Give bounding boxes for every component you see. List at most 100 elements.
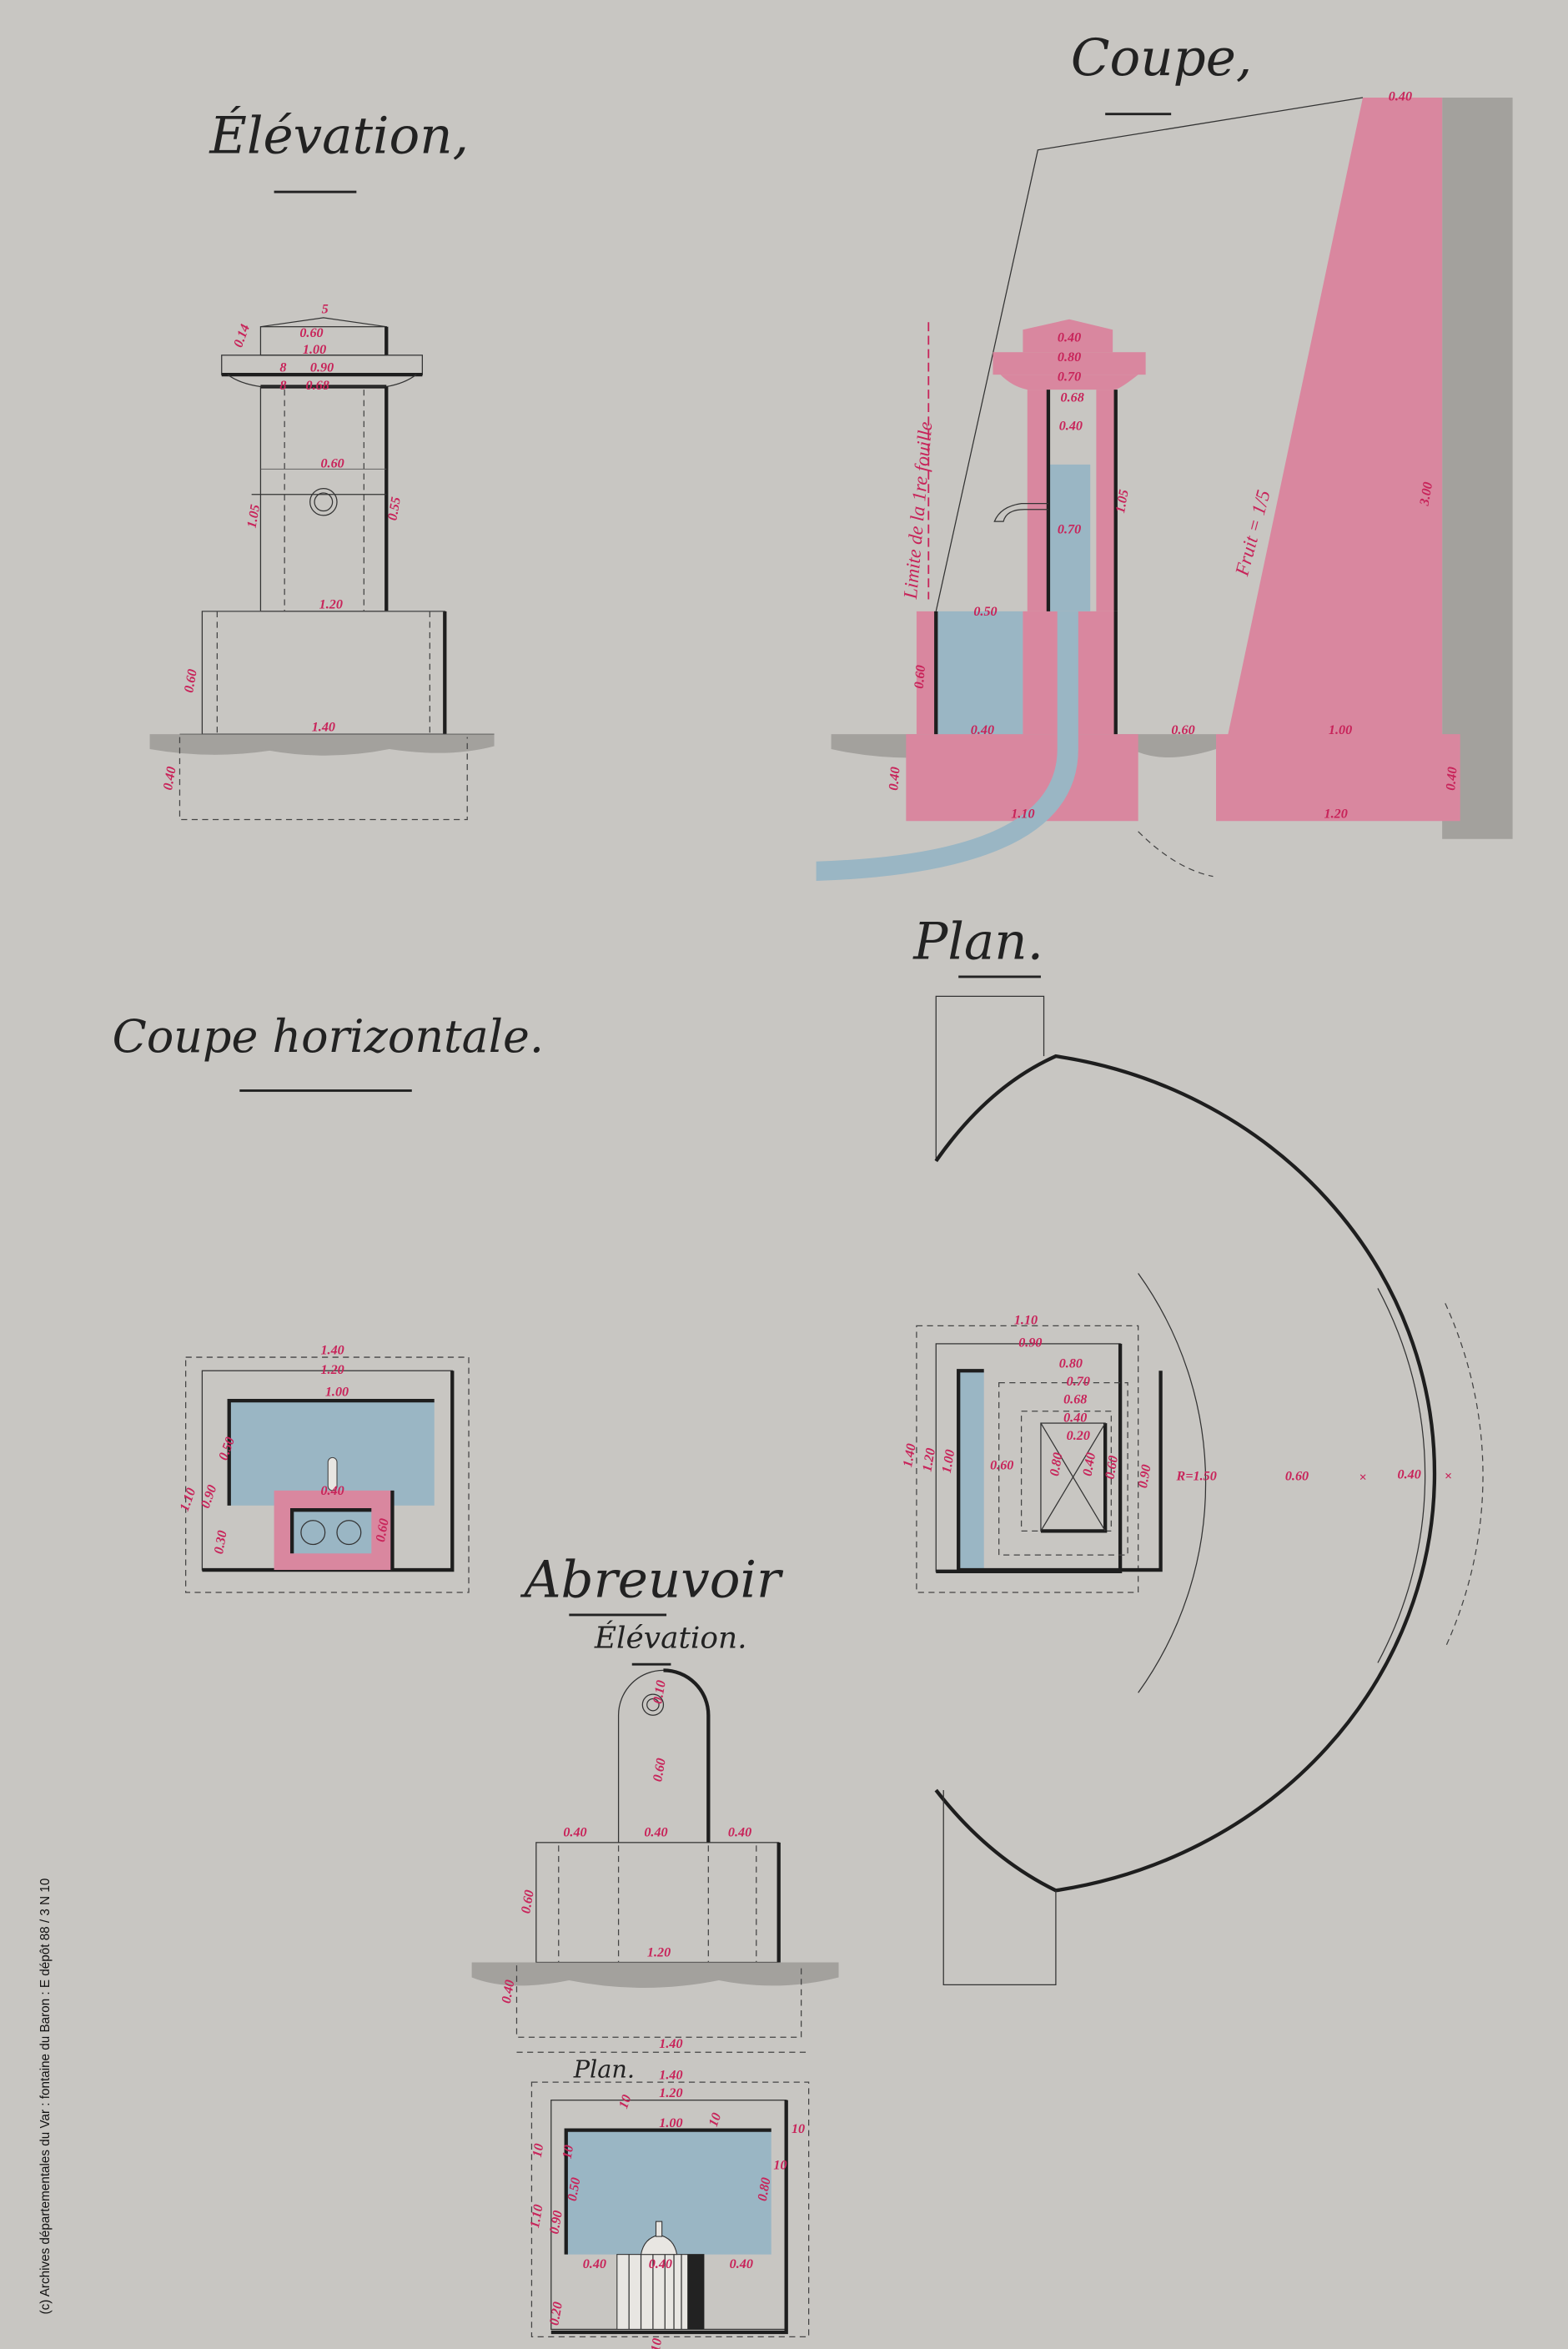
dim-label: 0.60 <box>990 1459 1013 1473</box>
dim-label: 0.60 <box>374 1517 392 1543</box>
dim-label: 1.00 <box>940 1449 958 1475</box>
dim-label: 1.20 <box>647 1945 671 1959</box>
enclosure-arc <box>934 1054 1437 1893</box>
dim-label: 3.00 <box>1417 481 1435 508</box>
dim-label: 0.40 <box>728 1826 751 1840</box>
channel-water <box>958 1371 984 1571</box>
coupe-horizontale-title: Coupe horizontale. <box>113 1010 544 1063</box>
fountain-footing-section <box>906 734 1138 822</box>
dim-label: 0.60 <box>299 326 323 340</box>
spout-ring-icon <box>641 1693 665 1716</box>
dim-label: 1.10 <box>528 2204 546 2230</box>
dim-label: 0.60 <box>1171 723 1194 737</box>
spout-ring-icon <box>309 487 338 516</box>
dim-label: 0.90 <box>547 2210 565 2236</box>
dim-label: 0.40 <box>1059 420 1083 434</box>
abreuvoir-plan-title: Plan. <box>573 2055 635 2084</box>
dim-label: 0.60 <box>651 1757 669 1783</box>
cornice-cove <box>227 374 417 388</box>
dim-label: 1.00 <box>659 2116 682 2130</box>
dim-label: 0.40 <box>500 1979 518 2004</box>
dim-label: 5 <box>322 303 329 317</box>
dim-label: 0.80 <box>756 2176 774 2202</box>
dim-label: 1.40 <box>659 2069 682 2083</box>
dim-label: 1.40 <box>659 2037 682 2051</box>
dim-label: 1.40 <box>320 1343 344 1357</box>
dim-label: 1.05 <box>245 504 264 530</box>
dim-label: 10 <box>792 2122 805 2136</box>
dim-label: 0.40 <box>649 2257 672 2271</box>
dim-label: 1.20 <box>320 1363 344 1377</box>
dim-label: 8 <box>279 379 286 393</box>
dim-label: 1.10 <box>1014 1314 1038 1328</box>
dim-label: 10 <box>649 2337 666 2349</box>
dim-label: 0.40 <box>161 766 179 792</box>
dim-label: 0.80 <box>1048 1451 1066 1477</box>
dim-label: 1.40 <box>312 721 335 735</box>
dim-label: 10 <box>616 2093 635 2110</box>
retaining-wall-section <box>1216 97 1460 822</box>
dim-label: 0.60 <box>912 665 928 690</box>
basin-water <box>936 611 1023 735</box>
elevation-title: Élévation, <box>209 104 469 165</box>
dim-label: 0.40 <box>1398 1468 1421 1482</box>
abreuvoir-elevation-title: Élévation. <box>594 1620 747 1655</box>
capstone-hip <box>260 317 387 328</box>
dim-label: 0.90 <box>1018 1335 1042 1350</box>
dim-label: 0.40 <box>320 1484 344 1498</box>
dim-marker: × <box>1445 1469 1452 1483</box>
dim-label: R=1.50 <box>1176 1469 1217 1483</box>
dim-label: 0.70 <box>1058 370 1081 384</box>
dim-label: 0.60 <box>1285 1469 1309 1483</box>
dim-label: 0.55 <box>385 496 404 522</box>
dim-label: 10 <box>530 2143 547 2159</box>
wall-return-bottom <box>942 1789 1057 1986</box>
dim-label: 0.90 <box>1136 1464 1154 1490</box>
dim-label: 1.20 <box>1324 807 1348 822</box>
dim-label: 0.40 <box>730 2257 753 2271</box>
dim-label: 0.10 <box>651 1679 669 1705</box>
dim-label: 1.20 <box>319 597 343 611</box>
dim-label: 0.50 <box>565 2176 584 2202</box>
dim-label: 1.40 <box>901 1442 919 1468</box>
elevation-view: Élévation, 0.60 1.00 0.90 0.68 0.14 8 8 … <box>149 104 495 821</box>
dim-label: 1.05 <box>1113 489 1132 515</box>
dim-marker: × <box>1359 1471 1366 1485</box>
pediment-section <box>1023 319 1113 353</box>
dim-label: 10 <box>706 2111 725 2129</box>
dim-label: 0.20 <box>547 2301 565 2326</box>
dim-label: 0.60 <box>320 456 344 470</box>
dim-label: 0.68 <box>1061 390 1084 405</box>
dim-label: 0.68 <box>306 379 329 393</box>
dim-label: 0.80 <box>1059 1357 1083 1371</box>
dim-label: 0.40 <box>1063 1411 1087 1425</box>
dim-label: 1.00 <box>303 343 326 357</box>
dim-label: 0.70 <box>1058 522 1081 536</box>
abreuvoir-plan-view: Plan. 1.40 1.40 1.20 1.00 0.50 0.80 1.10… <box>516 2037 810 2349</box>
dim-label: 0.80 <box>1058 350 1081 365</box>
trough-water <box>565 2130 771 2255</box>
plan-view: Plan. 1.10 0.90 0.80 0.70 0.68 0.40 0.20… <box>901 912 1484 1986</box>
dim-label: 0.40 <box>1444 767 1460 792</box>
wall-return-top <box>935 995 1045 1161</box>
dim-label: 0.60 <box>519 1889 537 1914</box>
dim-label: 0.40 <box>887 767 902 792</box>
dim-label: 8 <box>279 361 286 375</box>
ground-line <box>149 734 495 756</box>
dim-label: 1.20 <box>920 1447 938 1473</box>
dim-label: 0.30 <box>212 1530 230 1556</box>
dim-label: 0.70 <box>1067 1375 1090 1389</box>
coupe-horizontale-view: Coupe horizontale. 1.40 1.20 1.00 1.10 0… <box>113 1010 544 1593</box>
dim-label: 0.20 <box>1067 1429 1090 1443</box>
dim-label: 0.60 <box>182 668 200 694</box>
abreuvoir-title: Abreuvoir <box>520 1550 784 1609</box>
fluted-fountain-base <box>616 2221 705 2330</box>
spout-icon <box>993 502 1048 522</box>
plan-title: Plan. <box>912 912 1043 971</box>
dim-label: 0.40 <box>1389 90 1412 104</box>
dim-label: 0.40 <box>644 1826 667 1840</box>
retained-earth-hatch <box>1442 97 1513 839</box>
dim-label: 0.40 <box>1081 1451 1099 1477</box>
dim-label: 0.40 <box>971 723 994 737</box>
